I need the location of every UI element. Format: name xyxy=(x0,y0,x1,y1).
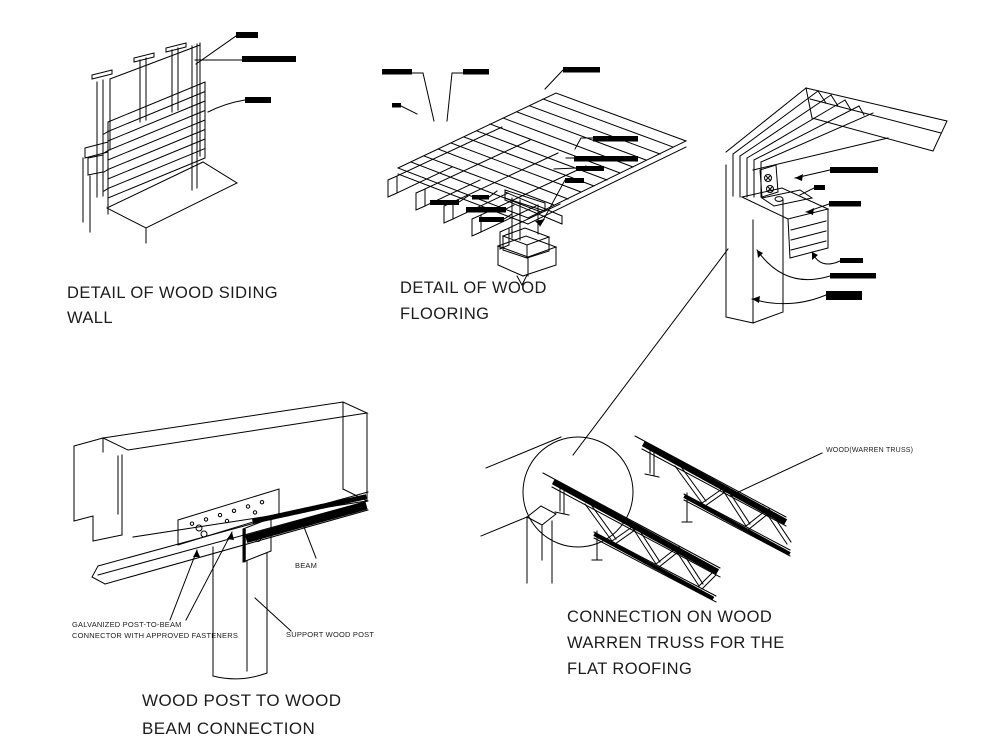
redacted-label-bar xyxy=(463,69,489,75)
label-galvanized-connector: GALVANIZED POST-TO-BEAM CONNECTOR WITH A… xyxy=(72,620,238,641)
redacted-label-bar xyxy=(814,185,825,190)
caption-warren-line1: CONNECTION ON WOOD xyxy=(567,608,773,626)
caption-siding-line1: DETAIL OF WOOD SIDING xyxy=(67,284,278,302)
redacted-label-bar xyxy=(576,166,604,171)
warren-truss-drawing xyxy=(480,248,823,603)
siding-wall-drawing xyxy=(82,32,296,244)
redacted-label-bar xyxy=(466,207,506,213)
redacted-label-bar xyxy=(472,195,489,200)
redacted-label-bar xyxy=(479,217,504,222)
redacted-label-bar xyxy=(830,273,876,279)
label-beam: BEAM xyxy=(295,561,318,570)
redacted-label-bar xyxy=(242,56,296,62)
caption-siding-wall: DETAIL OF WOOD SIDING WALL xyxy=(67,281,278,331)
redacted-label-bar xyxy=(245,97,271,103)
caption-flooring-line2: FLOORING xyxy=(400,305,490,323)
redacted-label-bar xyxy=(382,69,412,75)
flooring-drawing xyxy=(382,67,688,287)
post-beam-drawing xyxy=(73,401,370,680)
redacted-label-bar xyxy=(840,258,863,263)
caption-flooring: DETAIL OF WOOD FLOORING xyxy=(400,275,547,327)
caption-siding-line2: WALL xyxy=(67,309,113,327)
redacted-label-bar xyxy=(430,200,459,205)
label-galvanized-line2: CONNECTOR WITH APPROVED FASTENERS xyxy=(72,630,239,640)
label-wood-warren-truss: WOOD(WARREN TRUSS) xyxy=(826,447,914,454)
redacted-label-bar xyxy=(565,178,584,183)
caption-warren-truss: CONNECTION ON WOOD WARREN TRUSS FOR THE … xyxy=(567,604,785,682)
redacted-label-bar xyxy=(830,167,878,173)
redacted-label-bar xyxy=(826,291,862,300)
caption-warren-line3: FLAT ROOFING xyxy=(567,660,693,678)
redacted-label-bar xyxy=(236,32,258,38)
redacted-label-bar xyxy=(392,103,401,108)
label-galvanized-line1: GALVANIZED POST-TO-BEAM xyxy=(72,620,182,629)
caption-post-beam-line2: BEAM CONNECTION xyxy=(142,719,316,738)
caption-warren-line2: WARREN TRUSS FOR THE xyxy=(567,634,785,652)
caption-post-beam: WOOD POST TO WOOD BEAM CONNECTION xyxy=(142,687,341,743)
redacted-label-bar xyxy=(574,156,638,162)
label-support-wood-post: SUPPORT WOOD POST xyxy=(286,630,375,639)
truss-connection-drawing xyxy=(725,87,948,324)
caption-post-beam-line1: WOOD POST TO WOOD xyxy=(142,691,342,710)
redacted-label-bar xyxy=(829,201,861,207)
caption-flooring-line1: DETAIL OF WOOD xyxy=(400,279,547,297)
redacted-label-bar xyxy=(593,136,638,142)
redacted-label-bar xyxy=(563,67,600,73)
